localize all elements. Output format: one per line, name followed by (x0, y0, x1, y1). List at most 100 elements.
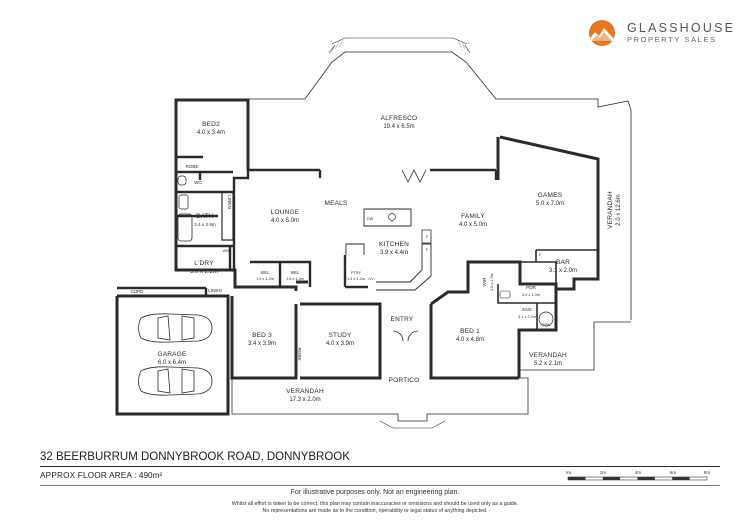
entry-door (392, 330, 419, 342)
room-wil-1-dims: 1.9 x 1.2m (256, 277, 274, 281)
room-lounge-dims: 4.0 x 5.0m (271, 218, 299, 224)
room-alfresco-dims: 19.4 x 6.5m (383, 124, 414, 130)
room-ens-dims: 3.1 x 2.2m (518, 315, 536, 319)
portico-steps (379, 420, 446, 429)
mountain-sun-icon (588, 20, 616, 46)
ensuite-basin (499, 290, 511, 299)
room-bed1-name: BED 1 (460, 328, 480, 335)
room-wir-dims: 2.0 x 1.9m (490, 273, 494, 291)
brand-name: GLASSHOUSE (627, 21, 736, 35)
fridge-box (421, 229, 432, 245)
floor-area-value: 490m² (138, 471, 163, 480)
divider-thick (40, 466, 720, 467)
scale-tick-4: 4m (635, 470, 642, 475)
room-laundry-name: L'DRY (194, 260, 214, 267)
room-family-dims: 4.0 x 5.0m (459, 222, 487, 228)
room-wil-2-name: WIL (291, 270, 300, 275)
room-kitchen-dims: 3.9 x 4.4m (380, 250, 408, 256)
floor-area-label: APPROX FLOOR AREA : (40, 471, 137, 480)
room-cupd: CUPD (130, 289, 144, 294)
disclaimer-line-3: No representations are made as to the co… (262, 508, 488, 514)
room-bath-name: BATH (196, 213, 214, 220)
car-1 (138, 313, 213, 343)
room-bar-fridge: F (539, 253, 542, 257)
games-wall (499, 135, 600, 291)
room-garage-name: GARAGE (157, 351, 186, 358)
ensuite-wall (497, 261, 557, 330)
entry-wall (378, 304, 519, 380)
floor-area: APPROX FLOOR AREA : 490m² (40, 471, 162, 480)
room-ens-name: ENS (522, 307, 531, 312)
room-pantry-name: PTRY (351, 271, 362, 275)
bar-wall (535, 249, 598, 262)
room-meals-name: MEALS (324, 200, 348, 207)
brand-tagline: PROPERTY SALES (627, 35, 717, 44)
scale-bar: 0m 2m 4m 6m 8m (566, 470, 710, 481)
room-verandah-front-name: VERANDAH (286, 388, 324, 395)
alfresco-outline (248, 51, 632, 320)
linen-wall (221, 191, 234, 241)
room-linen-2: LINEN (208, 288, 222, 293)
room-pdr-dims: 2.0 x 1.0m (522, 293, 540, 297)
verandah-small-outline (518, 321, 631, 371)
scale-seg-3 (637, 477, 655, 480)
spa-bath (538, 311, 554, 327)
room-bar-name: BAR (556, 259, 570, 266)
room-wil-2-dims: 1.9 x 1.2m (286, 277, 304, 281)
room-verandah-front-dims: 17.3 x 2.0m (289, 397, 320, 403)
room-portico-name: PORTICO (389, 377, 420, 384)
scale-seg-4 (672, 477, 690, 480)
cupd-wall (117, 286, 208, 296)
car-2 (138, 366, 213, 396)
scale-tick-8: 8m (704, 470, 710, 475)
room-lounge-name: LOUNGE (271, 209, 300, 216)
disclaimer-line-2: Whilst all effort is taken to be correct… (231, 501, 519, 507)
room-bar-dims: 3.1 x 2.0m (549, 268, 577, 274)
scale-tick-6: 6m (670, 470, 677, 475)
room-fridge-2: F (426, 248, 429, 252)
alfresco-bay-steps (328, 37, 471, 54)
room-games-name: GAMES (538, 192, 563, 199)
floor-plan: ALFRESCO 19.4 x 6.5m BED2 4.0 x 3.4m ROB… (115, 37, 632, 429)
verandah-front (231, 377, 529, 422)
mountain-inner-shape (591, 32, 612, 41)
room-bed1-dims: 4.0 x 4.8m (456, 337, 484, 343)
room-robe-bed2: ROBE (185, 164, 198, 169)
room-wir-name: WIR (482, 277, 487, 287)
room-fridge-1: F (426, 235, 429, 239)
room-bed3-name: BED 3 (252, 332, 272, 339)
room-spa: SPA (542, 323, 550, 327)
room-ov: OV (368, 277, 374, 281)
alfresco-bay-hatch (330, 39, 469, 53)
room-bed3-dims: 3.4 x 3.9m (248, 341, 276, 347)
room-verandah-right-dims: 2.0 x 12.6m (616, 194, 622, 225)
room-bed2-dims: 4.0 x 3.4m (197, 130, 225, 136)
room-robe-bed3: ROBE (297, 347, 302, 360)
room-study-dims: 4.0 x 3.9m (326, 341, 354, 347)
room-garage-dims: 6.0 x 6.4m (158, 360, 186, 366)
disclaimer-line-1: For illustrative purposes only. Not an e… (290, 489, 460, 496)
room-bed2-name: BED2 (202, 121, 220, 128)
sink-icon (388, 213, 396, 221)
room-verandah-small-dims: 5.2 x 2.1m (534, 361, 562, 367)
room-verandah-right-name: VERANDAH (607, 191, 614, 229)
room-games-dims: 5.0 x 7.0m (536, 201, 564, 207)
internal-walls (176, 155, 498, 289)
room-wc: WC (194, 180, 202, 185)
bifold-door (401, 169, 427, 183)
kitchen-island (363, 208, 412, 227)
room-wm: WM (223, 249, 230, 253)
wc-pan (177, 175, 187, 186)
scale-seg-1 (568, 477, 586, 480)
room-study-name: STUDY (328, 332, 351, 339)
room-family-name: FAMILY (461, 213, 485, 220)
room-dw: DW (367, 217, 374, 221)
room-pantry-dims: 1.4 x 1.2m (347, 277, 365, 281)
basin (178, 194, 189, 210)
bed3-study-wall (230, 296, 382, 380)
room-kitchen-name: KITCHEN (379, 241, 409, 248)
room-verandah-small-name: VERANDAH (529, 352, 567, 359)
room-bath-dims: 2.4 x 2.9m (194, 222, 216, 227)
scale-seg-2 (602, 477, 621, 480)
property-address: 32 BEERBURRUM DONNYBROOK ROAD, DONNYBROO… (40, 451, 350, 463)
